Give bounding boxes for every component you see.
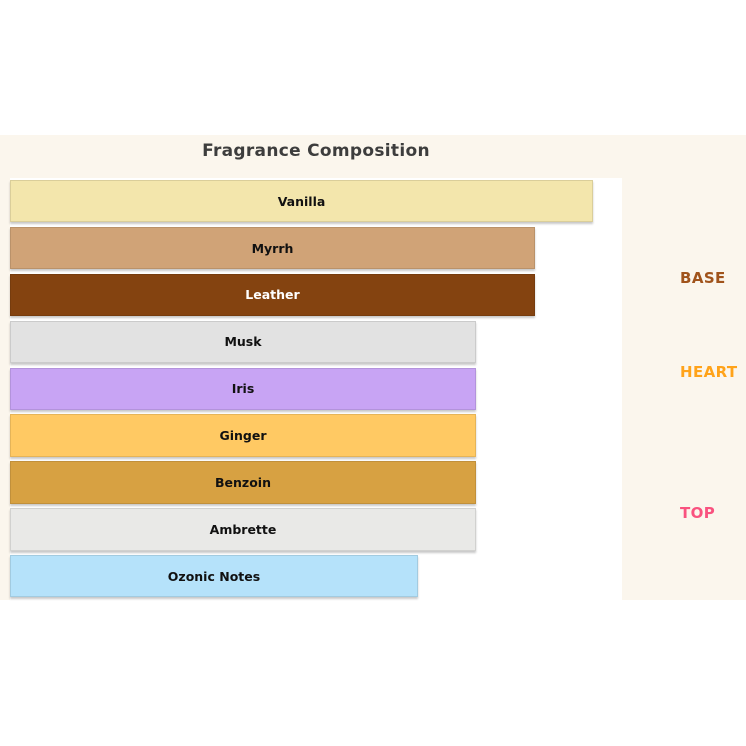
bar-musk: Musk <box>10 320 476 364</box>
bar-label: Benzoin <box>215 475 271 491</box>
bar-label: Vanilla <box>277 193 326 209</box>
bar-vanilla: Vanilla <box>10 180 593 223</box>
bar-myrrh: Myrrh <box>10 226 535 270</box>
bar-label: Leather <box>245 287 300 303</box>
chart-title: Fragrance Composition <box>202 141 430 161</box>
group-label-base: BASE <box>680 269 726 287</box>
bar-label: Iris <box>231 381 255 397</box>
bar-label: Myrrh <box>251 240 294 256</box>
group-label-heart: HEART <box>680 363 738 381</box>
bar-leather: Leather <box>10 273 535 317</box>
bar-iris: Iris <box>10 367 476 410</box>
bar-label: Ginger <box>219 428 267 444</box>
bar-label: Ambrette <box>209 521 277 537</box>
bar-ambrette: Ambrette <box>10 508 476 551</box>
group-label-top: TOP <box>680 504 716 522</box>
bar-ozonic-notes: Ozonic Notes <box>10 555 418 598</box>
bar-label: Ozonic Notes <box>167 568 261 584</box>
bar-ginger: Ginger <box>10 414 476 457</box>
bar-benzoin: Benzoin <box>10 461 476 504</box>
bar-label: Musk <box>224 334 262 350</box>
